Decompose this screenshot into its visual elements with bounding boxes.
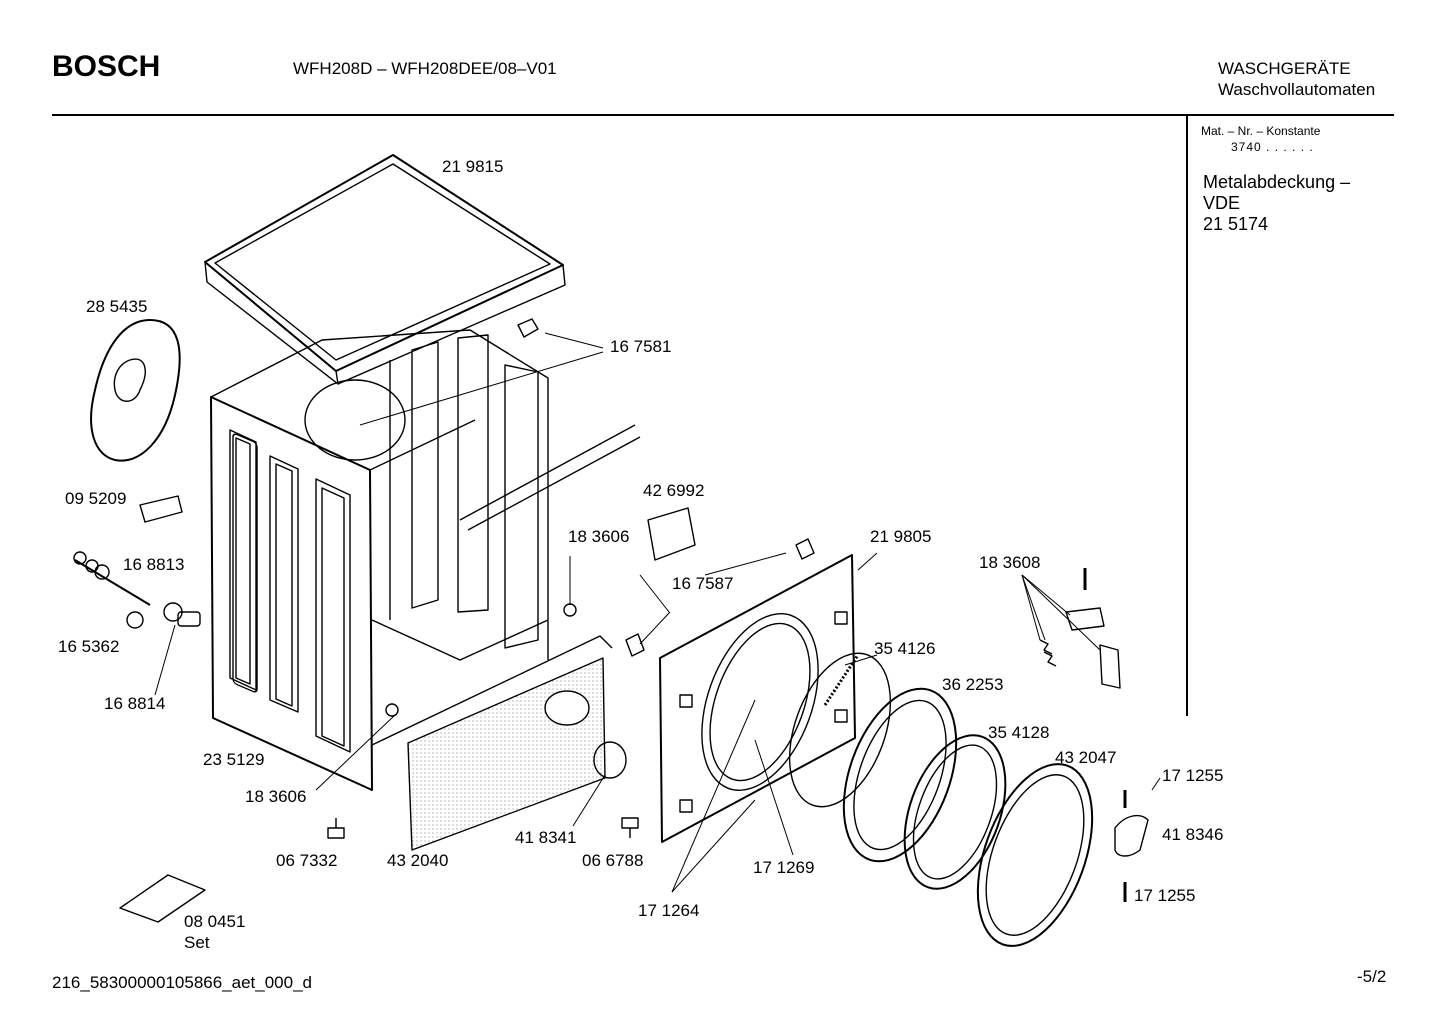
- part-label: 21 9815: [442, 157, 504, 176]
- cover-cap: [593, 741, 627, 779]
- part-label: 17 1255: [1134, 886, 1196, 905]
- door-spring: [823, 654, 860, 706]
- part-label: 17 1255: [1162, 766, 1224, 785]
- part-label: 41 8341: [515, 828, 577, 847]
- hinge-clip: [139, 495, 183, 523]
- document-id: 216_58300000105866_aet_000_d: [52, 973, 312, 992]
- part-label: 16 8813: [123, 555, 185, 574]
- brand-logo: BOSCH: [52, 50, 161, 83]
- part-label: 35 4126: [874, 639, 936, 658]
- door-outer-ring: [842, 687, 958, 863]
- note-line-2: VDE: [1203, 193, 1241, 213]
- part-label: 41 8346: [1162, 825, 1224, 844]
- part-label: 35 4128: [988, 723, 1050, 742]
- note-line-1: Metalabdeckung –: [1203, 172, 1351, 192]
- page-number: -5/2: [1357, 967, 1387, 986]
- category-title: WASCHGERÄTE: [1218, 59, 1351, 78]
- grommet-bottom: [385, 703, 399, 717]
- part-label: 28 5435: [86, 297, 148, 316]
- part-label: 18 3608: [979, 553, 1041, 572]
- part-label: 43 2047: [1055, 748, 1117, 767]
- part-label: 16 7587: [672, 574, 734, 593]
- part-label: 16 8814: [104, 694, 166, 713]
- worktop-lid: [204, 154, 566, 385]
- door-handle: [1114, 814, 1149, 857]
- part-label: 16 5362: [58, 637, 120, 656]
- door-inner-ring: [976, 763, 1094, 947]
- part-label: 08 0451: [184, 912, 246, 931]
- rear-cover: [90, 319, 181, 462]
- door-glass: [903, 734, 1007, 890]
- note-line-3: 21 5174: [1203, 214, 1269, 234]
- spring-hook: [1039, 639, 1057, 667]
- part-label: 06 7332: [276, 851, 338, 870]
- shock-bolt: [73, 551, 151, 606]
- foot-screw-right: [621, 817, 639, 838]
- part-label: 06 6788: [582, 851, 644, 870]
- part-label: 42 6992: [643, 481, 705, 500]
- part-label: Set: [184, 933, 210, 952]
- part-label: 18 3606: [245, 787, 307, 806]
- part-label: 23 5129: [203, 750, 265, 769]
- hinge-bracket: [1065, 607, 1121, 689]
- damper-pin: [163, 602, 201, 627]
- transport-bracket: [119, 874, 206, 923]
- category-subtitle: Waschvollautomaten: [1218, 80, 1376, 99]
- part-label: 36 2253: [942, 675, 1004, 694]
- door-seal-ring: [788, 652, 892, 808]
- sidebar-divider: [1186, 116, 1188, 716]
- front-door-panel: [659, 554, 856, 843]
- mat-value: 3740 . . . . . .: [1231, 140, 1314, 154]
- model-number: WFH208D – WFH208DEE/08–V01: [293, 59, 557, 78]
- part-label: 43 2040: [387, 851, 449, 870]
- grommet-left: [563, 603, 577, 617]
- header-rule: [52, 114, 1394, 116]
- part-label: 17 1269: [753, 858, 815, 877]
- door-lock: [647, 507, 696, 561]
- part-label: 09 5209: [65, 489, 127, 508]
- nut: [126, 611, 144, 629]
- foot-screw-left: [327, 818, 345, 839]
- mat-label: Mat. – Nr. – Konstante: [1201, 124, 1321, 138]
- part-label: 17 1264: [638, 901, 700, 920]
- clip-upper: [517, 318, 539, 338]
- part-label: 16 7581: [610, 337, 672, 356]
- part-label: 18 3606: [568, 527, 630, 546]
- sidebar-note: Metalabdeckung – VDE 21 5174: [1203, 172, 1350, 235]
- cabinet-frame: [210, 329, 641, 791]
- part-label: 21 9805: [870, 527, 932, 546]
- leader-lines: [154, 332, 1161, 893]
- front-plinth-panel: [371, 635, 613, 851]
- clip-front: [625, 633, 645, 657]
- clip-mid: [795, 538, 815, 560]
